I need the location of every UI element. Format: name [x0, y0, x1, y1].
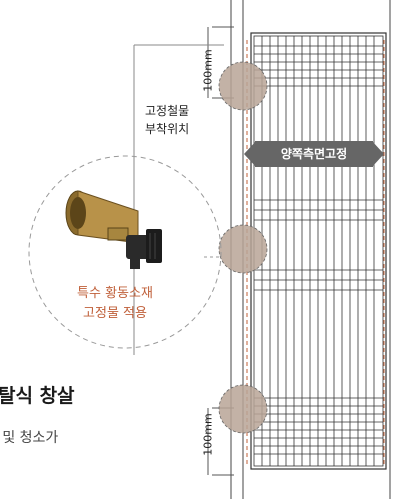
brass-fixture-image	[65, 190, 162, 269]
attachment-position-label: 고정철물 부착위치	[145, 104, 190, 136]
section-title: 탈식 창살	[0, 385, 75, 407]
both-sides-arrow	[244, 141, 384, 167]
both-sides-fixed-label: 양쪽측면고정	[280, 147, 348, 161]
fixture-circle-top	[218, 61, 268, 111]
brass-material-label: 특수 황동소재 고정물 적용	[77, 286, 153, 321]
fixture-circle-bottom	[218, 384, 268, 434]
fixture-circle-middle	[218, 224, 268, 274]
dimension-label-bottom: 100mm	[201, 413, 215, 456]
dimension-label-top: 100mm	[201, 49, 215, 92]
section-subtitle: l 및 청소가	[0, 430, 59, 446]
grille	[250, 32, 387, 470]
callout-circle	[28, 155, 222, 349]
